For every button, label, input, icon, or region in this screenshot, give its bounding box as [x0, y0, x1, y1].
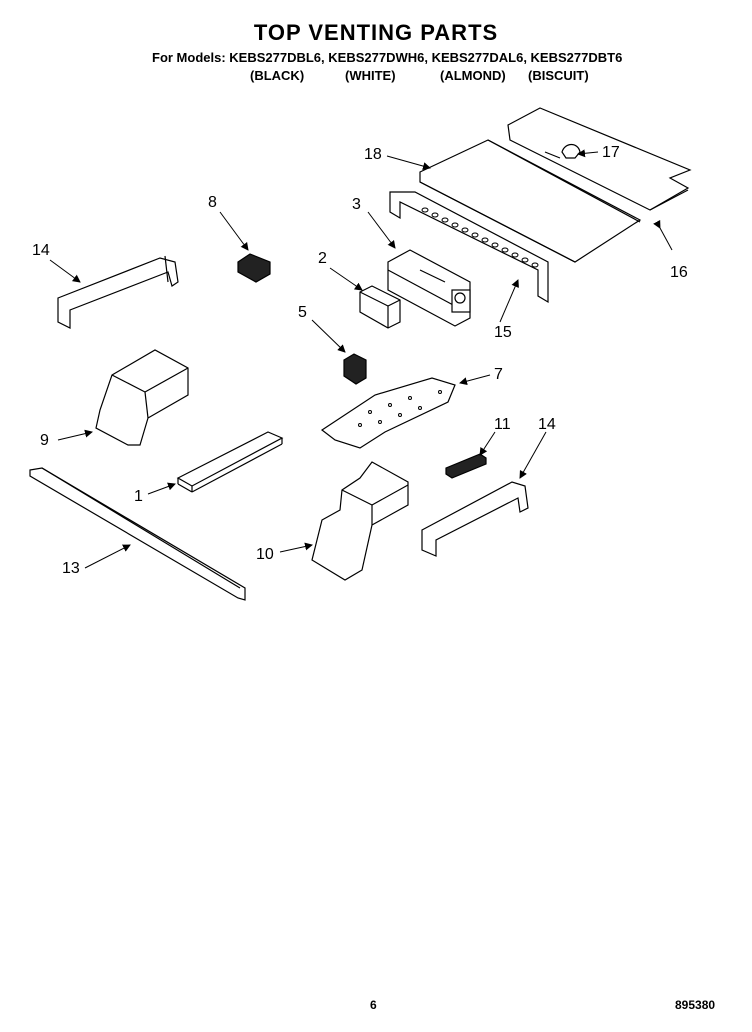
- callout-14-right: 14: [538, 416, 556, 433]
- callout-15: 15: [494, 324, 512, 341]
- part-1-strip: [176, 431, 284, 493]
- callout-13: 13: [62, 560, 80, 577]
- color-black: (BLACK): [250, 68, 305, 83]
- callout-2: 2: [318, 250, 327, 267]
- callout-7: 7: [494, 366, 503, 383]
- models-line: For Models: KEBS277DBL6, KEBS277DWH6, KE…: [152, 50, 623, 65]
- callout-10: 10: [256, 546, 274, 563]
- callout-14-left: 14: [32, 242, 50, 259]
- part-7-mounting-plate: [320, 377, 456, 449]
- part-3-blower-assembly: [387, 249, 471, 327]
- callout-1: 1: [134, 488, 143, 505]
- part-18-panel: [419, 139, 642, 263]
- part-17-clip: [544, 143, 581, 159]
- callout-8: 8: [208, 194, 217, 211]
- callout-5: 5: [298, 304, 307, 321]
- part-8-terminal-block: [237, 253, 271, 283]
- part-2-switch-housing: [359, 285, 401, 329]
- color-biscuit: (BISCUIT): [528, 68, 589, 83]
- callout-17: 17: [602, 144, 620, 161]
- part-9-duct: [95, 349, 189, 446]
- document-number: 895380: [675, 998, 716, 1012]
- part-11-connector: [445, 453, 487, 479]
- page-number: 6: [370, 998, 377, 1012]
- part-5-switch: [343, 353, 367, 385]
- color-almond: (ALMOND): [440, 68, 506, 83]
- part-15-vent-bracket: [389, 191, 549, 304]
- leader-lines: [49, 149, 673, 569]
- part-14-left-bracket: [57, 255, 179, 329]
- callout-3: 3: [352, 196, 361, 213]
- color-white: (WHITE): [345, 68, 396, 83]
- callout-18: 18: [364, 146, 382, 163]
- part-16-top-cover: [507, 107, 692, 211]
- part-14-right-bracket: [421, 481, 529, 557]
- callout-11: 11: [494, 416, 511, 433]
- part-13-trim-strip: [29, 467, 246, 601]
- part-10-duct: [311, 461, 409, 581]
- callout-9: 9: [40, 432, 49, 449]
- diagram-title: TOP VENTING PARTS: [253, 20, 499, 45]
- callout-16: 16: [670, 264, 688, 281]
